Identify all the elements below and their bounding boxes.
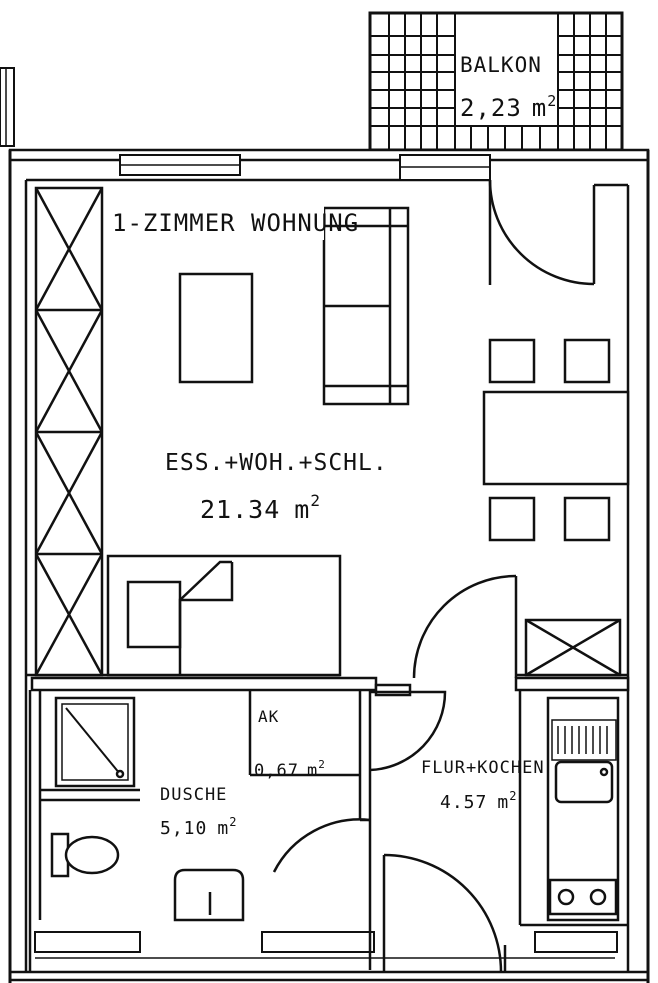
- balcony-grid: [370, 13, 622, 150]
- hall-kitchen-area-value: 4.57: [440, 792, 487, 813]
- balcony-area: 2,23 m2: [460, 92, 557, 122]
- main-room-area-value: 21.34: [200, 495, 280, 524]
- storage-area-unit: m: [307, 761, 318, 781]
- storage-area-value: 0,67: [254, 761, 299, 781]
- unit-type-label: 1-ZIMMER WOHNUNG: [112, 209, 359, 237]
- balcony-area-sup: 2: [547, 92, 557, 110]
- storage-area-sup: 2: [318, 758, 326, 771]
- main-room-area: 21.34 m2: [200, 491, 321, 524]
- bathroom-door: [272, 818, 371, 873]
- sofa: [322, 206, 410, 406]
- hall-kitchen-area: 4.57 m2: [440, 789, 517, 813]
- bathroom-area: 5,10 m2: [160, 815, 237, 839]
- main-room-name: ESS.+WOH.+SCHL.: [165, 450, 388, 476]
- balcony-area-unit: m: [532, 94, 547, 122]
- hall-kitchen-area-sup: 2: [509, 789, 517, 803]
- exterior-walls: [0, 67, 650, 983]
- bathroom-area-unit: m: [217, 818, 229, 839]
- storage-area: 0,67 m2: [254, 758, 326, 781]
- balcony-name: BALKON: [460, 53, 542, 77]
- main-room-area-unit: m: [294, 495, 310, 524]
- balcony-area-value: 2,23: [460, 94, 522, 122]
- shower-tray: [54, 696, 136, 788]
- entry-door: [382, 853, 507, 973]
- hall-kitchen-name: FLUR+KOCHEN: [421, 758, 545, 778]
- kitchen-sink: [554, 760, 614, 804]
- bathroom-name: DUSCHE: [160, 785, 227, 805]
- bathroom-area-value: 5,10: [160, 818, 207, 839]
- wardrobe: [34, 186, 104, 677]
- toilet: [50, 832, 120, 878]
- storage-door: [369, 690, 447, 772]
- main-room-door: [412, 574, 518, 679]
- coffee-table: [178, 272, 254, 384]
- bed: [106, 554, 342, 677]
- washbasin: [173, 868, 245, 922]
- balcony: BALKON 2,23 m2: [368, 11, 624, 152]
- cooktop: [548, 878, 618, 916]
- bathroom-area-sup: 2: [229, 815, 237, 829]
- storage-name: AK: [258, 707, 279, 726]
- main-room-area-sup: 2: [310, 491, 321, 510]
- hall-kitchen-area-unit: m: [497, 792, 509, 813]
- cabinet-unit: [524, 618, 622, 677]
- balcony-door: [488, 179, 596, 286]
- dining-set: [482, 338, 630, 542]
